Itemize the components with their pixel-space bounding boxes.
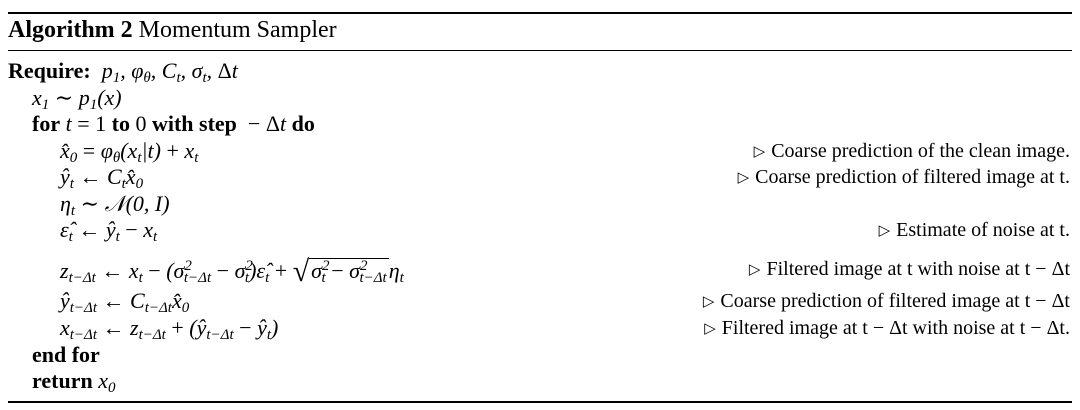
return-keyword: return (32, 368, 93, 393)
top-rule (8, 12, 1072, 14)
step-eps-hat: ε̂t ← ŷt − xt (60, 217, 158, 245)
comment-1: ▷Coarse prediction of the clean image. (753, 140, 1070, 162)
require-keyword: Require: (8, 58, 91, 83)
end-for-line: end for (32, 342, 100, 368)
algorithm-label: Algorithm 2 (8, 17, 133, 43)
triangle-right-icon: ▷ (753, 144, 766, 160)
comment-7: ▷Filtered image at t − Δt with noise at … (704, 317, 1070, 339)
comment-4: ▷Estimate of noise at t. (878, 219, 1070, 241)
step-x0-hat: x̂0 = φθ(xt|t) + xt (60, 138, 199, 166)
return-line: return x0 (32, 368, 116, 396)
step-y-hat-next: ŷt−Δt ← Ct−Δtx̂0 (60, 288, 190, 316)
init-line: x1 ∼ p1(x) (32, 85, 122, 113)
triangle-right-icon: ▷ (704, 321, 716, 337)
step-z: zt−Δt ← xt − (σ2t−Δt − σ2t)ε̂t + √σ2t − … (60, 255, 404, 288)
triangle-right-icon: ▷ (702, 294, 715, 310)
step-eta: ηt ∼ 𝒩(0, I) (60, 191, 170, 219)
algorithm-name: Momentum Sampler (138, 17, 337, 43)
comment-6: ▷Coarse prediction of filtered image at … (702, 290, 1070, 312)
bottom-rule (8, 401, 1072, 403)
triangle-right-icon: ▷ (878, 223, 891, 239)
step-x-next: xt−Δt ← zt−Δt + (ŷt−Δt − ŷt) (60, 315, 279, 343)
return-value: x0 (98, 368, 116, 396)
triangle-right-icon: ▷ (737, 170, 750, 186)
triangle-right-icon: ▷ (748, 262, 761, 278)
algorithm-title: Algorithm 2 Momentum Sampler (8, 15, 337, 45)
for-keyword: for (32, 111, 61, 136)
end-for-keyword: end for (32, 342, 100, 367)
header-rule (8, 50, 1072, 51)
step-y-hat: ŷt ← Ctx̂0 (60, 164, 144, 192)
comment-5: ▷Filtered image at t with noise at t − Δ… (748, 258, 1070, 280)
for-line: for t = 1 to 0 with step − Δt do (32, 111, 315, 136)
comment-2: ▷Coarse prediction of filtered image at … (737, 166, 1070, 188)
require-line: Require: p1, φθ, Ct, σt, Δt (8, 58, 238, 86)
require-args: p1, φθ, Ct, σt, Δt (96, 58, 238, 86)
